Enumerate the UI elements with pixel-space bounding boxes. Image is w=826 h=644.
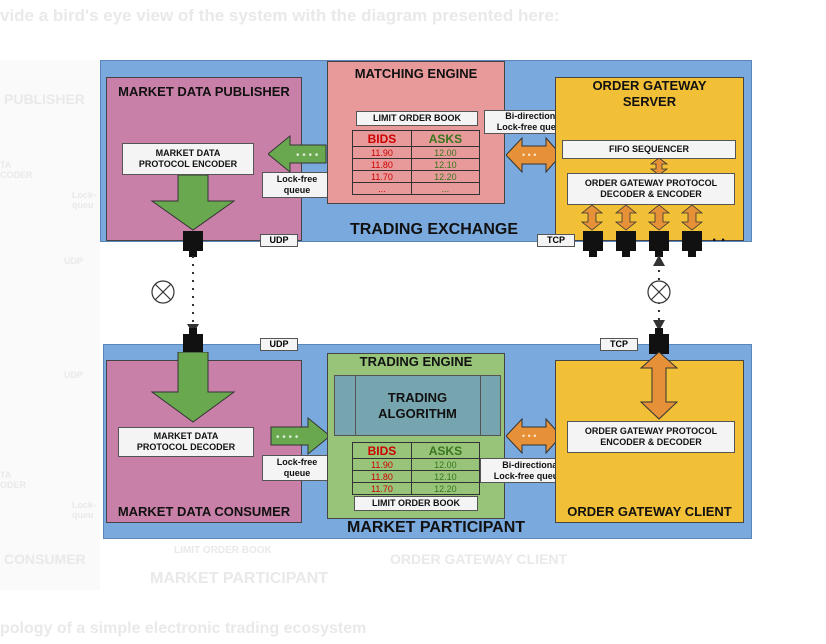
market-data-consumer-title: MARKET DATA CONSUMER xyxy=(117,504,291,519)
lockfree-queue-participant: Lock-free queue xyxy=(262,455,332,481)
server-tcp-plug-1 xyxy=(583,231,603,257)
arrow-dots: • • • xyxy=(522,150,536,160)
background-publisher: PUBLISHER xyxy=(4,91,85,107)
bid-cell: 11.90 xyxy=(352,458,412,471)
green-arrow-shape xyxy=(270,416,331,456)
ask-cell: 12.00 xyxy=(410,458,481,471)
participant-udp-tag: UDP xyxy=(260,338,298,351)
server-tcp-plug-2 xyxy=(616,231,636,257)
consumer-down-arrow xyxy=(150,352,236,423)
client-updown-arrow xyxy=(640,352,678,420)
trading-algorithm-box xyxy=(334,375,501,436)
server-tcp-plug-4 xyxy=(682,231,702,257)
bid-cell: 11.80 xyxy=(352,470,412,483)
background-udp-1: UDP xyxy=(64,256,84,266)
market-data-publisher-title: MARKET DATA PUBLISHER xyxy=(118,84,290,99)
order-gateway-server-title: ORDER GATEWAY SERVER xyxy=(592,78,707,109)
bid-cell: 11.70 xyxy=(352,170,412,183)
background-caption-bottom: pology of a simple electronic trading ec… xyxy=(0,620,367,637)
ask-cell: ... xyxy=(410,182,481,195)
arrow-dots: • • • • xyxy=(296,150,319,161)
orange-arrow-shape xyxy=(614,205,638,231)
gateway-protocol-client: ORDER GATEWAY PROTOCOL ENCODER & DECODER xyxy=(567,421,735,453)
background-gateway-client: ORDER GATEWAY CLIENT xyxy=(390,551,568,567)
ask-cell: 12.00 xyxy=(410,146,481,159)
background-lob: LIMIT ORDER BOOK xyxy=(174,545,272,556)
publisher-udp-plug xyxy=(183,231,203,257)
background-participant: MARKET PARTICIPANT xyxy=(150,570,329,587)
network-links xyxy=(151,255,671,334)
ask-cell: 12.10 xyxy=(410,470,481,483)
participant-tcp-tag: TCP xyxy=(600,338,638,351)
tcp-link-arrowhead-down xyxy=(653,320,665,331)
ask-cell: 12.20 xyxy=(410,482,481,495)
client-tcp-plug xyxy=(649,328,669,354)
asks-header: ASKS xyxy=(410,442,481,459)
bids-header: BIDS xyxy=(352,442,412,459)
background-consumer: CONSUMER xyxy=(4,551,86,567)
lockfree-arrow-exchange: • • • • xyxy=(268,134,327,174)
trading-engine-title: TRADING ENGINE xyxy=(359,354,473,369)
trading-exchange-label: TRADING EXCHANGE xyxy=(350,221,519,238)
consumer-udp-plug xyxy=(183,328,203,354)
bids-header: BIDS xyxy=(352,130,412,147)
background-decoder: TA ODER xyxy=(0,470,27,490)
server-tcp-plug-3 xyxy=(649,231,669,257)
orange-arrow-shape xyxy=(647,205,671,231)
background-caption-top: vide a bird's eye view of the system wit… xyxy=(0,6,560,25)
orange-arrow-shape xyxy=(680,205,704,231)
trading-algorithm-label: TRADING ALGORITHM xyxy=(378,390,457,421)
bid-cell: 11.80 xyxy=(352,158,412,171)
ask-cell: 12.10 xyxy=(410,158,481,171)
background-lockfree-1: Lock- queu xyxy=(72,190,97,210)
market-participant-label: MARKET PARTICIPANT xyxy=(347,519,526,536)
matching-engine-title: MATCHING ENGINE xyxy=(354,66,478,81)
more-connections-ellipsis: . . xyxy=(712,228,726,245)
background-panel xyxy=(0,60,100,590)
publisher-down-arrow xyxy=(150,175,236,231)
tcp-link-arrowhead-up xyxy=(653,255,665,266)
lockfree-arrow-participant: • • • • xyxy=(270,416,331,456)
arrow-dots: • • • • xyxy=(276,432,299,443)
bid-cell: 11.70 xyxy=(352,482,412,495)
green-arrow-shape xyxy=(150,352,236,423)
bid-cell: 11.90 xyxy=(352,146,412,159)
fifo-sequencer: FIFO SEQUENCER xyxy=(562,140,736,159)
background-lockfree-2: Lock- queu xyxy=(72,500,97,520)
orange-arrow-shape xyxy=(640,352,678,420)
gateway-protocol-server: ORDER GATEWAY PROTOCOL DECODER & ENCODER xyxy=(567,173,735,205)
green-arrow-shape xyxy=(268,134,327,174)
bidirectional-arrow-participant: • • • xyxy=(506,417,562,455)
background-encoder: TA CODER xyxy=(0,160,33,180)
market-data-decoder: MARKET DATA PROTOCOL DECODER xyxy=(118,427,254,457)
bidirectional-arrow-exchange: • • • xyxy=(506,136,562,174)
fifo-updown-arrow xyxy=(650,158,668,175)
lockfree-queue-exchange: Lock-free queue xyxy=(262,172,332,198)
exchange-tcp-tag: TCP xyxy=(537,234,575,247)
gateway-updown-arrows xyxy=(580,205,704,231)
ask-cell: 12.20 xyxy=(410,170,481,183)
orange-arrow-shape xyxy=(580,205,604,231)
exchange-lob-label: LIMIT ORDER BOOK xyxy=(356,111,478,126)
participant-lob-label: LIMIT ORDER BOOK xyxy=(354,496,478,511)
green-arrow-shape xyxy=(150,175,236,231)
order-gateway-client-title: ORDER GATEWAY CLIENT xyxy=(567,504,732,519)
bid-cell: ... xyxy=(352,182,412,195)
background-udp-2: UDP xyxy=(64,370,84,380)
algorithm-inner-panel xyxy=(355,375,481,436)
market-data-encoder: MARKET DATA PROTOCOL ENCODER xyxy=(122,143,254,175)
orange-arrow-shape xyxy=(650,158,668,175)
asks-header: ASKS xyxy=(410,130,481,147)
arrow-dots: • • • xyxy=(522,431,536,441)
exchange-udp-tag: UDP xyxy=(260,234,298,247)
